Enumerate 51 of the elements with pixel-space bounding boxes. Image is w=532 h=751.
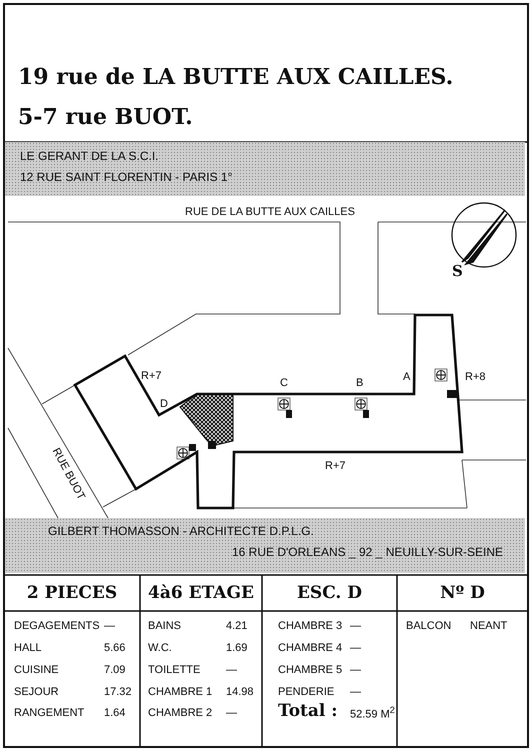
area-value: 14.98: [226, 686, 254, 698]
stair-letter: A: [403, 371, 410, 383]
room-name: SEJOUR: [14, 686, 59, 698]
compass-letter: S: [452, 262, 463, 280]
room-name: W.C.: [148, 642, 172, 654]
room-name: HALL: [14, 642, 42, 654]
room-name: CUISINE: [14, 664, 59, 676]
area-value: 5.66: [104, 642, 126, 654]
table-heading: Nº D: [439, 583, 486, 603]
room-name: CHAMBRE 1: [148, 686, 212, 698]
area-value: —: [350, 686, 361, 698]
street-name: RUE DE LA BUTTE AUX CAILLES: [185, 206, 355, 218]
area-value: 1.64: [104, 707, 126, 719]
room-name: CHAMBRE 2: [148, 707, 212, 719]
room-name: TOILETTE: [148, 664, 200, 676]
area-value: —: [226, 707, 237, 719]
architect-label: GILBERT THOMASSON - ARCHITECTE D.P.L.G.: [48, 524, 314, 538]
room-name: BALCON: [406, 620, 452, 632]
table-heading: 2 PIECES: [26, 583, 118, 603]
area-value: —: [226, 664, 237, 676]
room-name: DEGAGEMENTS: [14, 620, 100, 632]
address-heading: 5-7 rue BUOT.: [18, 104, 193, 130]
table-heading: 4à6 ETAGE: [147, 583, 255, 603]
area-value: —: [104, 620, 115, 632]
total-label: Total :: [278, 701, 338, 721]
room-name: RANGEMENT: [14, 707, 84, 719]
stair-letter: C: [280, 377, 288, 389]
area-value: —: [350, 642, 361, 654]
stair-letter: D: [160, 398, 168, 410]
area-value: 7.09: [104, 664, 126, 676]
total-area: 52.59 M$^{2}$: [350, 705, 395, 721]
area-value: —: [350, 664, 361, 676]
area-value: 1.69: [226, 642, 248, 654]
room-name: PENDERIE: [278, 686, 334, 698]
manager-label: LE GERANT DE LA S.C.I.: [20, 149, 158, 163]
room-name: BAINS: [148, 620, 182, 632]
area-value: —: [350, 620, 361, 632]
floor-count: R+8: [465, 371, 486, 383]
page-title: 19 rue de LA BUTTE AUX CAILLES.: [18, 64, 454, 90]
room-name: CHAMBRE 5: [278, 664, 342, 676]
architect-address: 16 RUE D'ORLEANS _ 92 _ NEUILLY-SUR-SEINE: [232, 545, 504, 559]
floor-count: R+7: [325, 460, 346, 472]
area-value: NEANT: [470, 620, 508, 632]
floor-count: R+7: [141, 370, 162, 382]
area-value: 4.21: [226, 620, 248, 632]
room-name: CHAMBRE 3: [278, 620, 342, 632]
manager-address: 12 RUE SAINT FLORENTIN - PARIS 1°: [20, 170, 232, 184]
area-value: 17.32: [104, 686, 132, 698]
stair-letter: B: [356, 377, 364, 389]
table-heading: ESC. D: [296, 583, 364, 603]
room-name: CHAMBRE 4: [278, 642, 342, 654]
